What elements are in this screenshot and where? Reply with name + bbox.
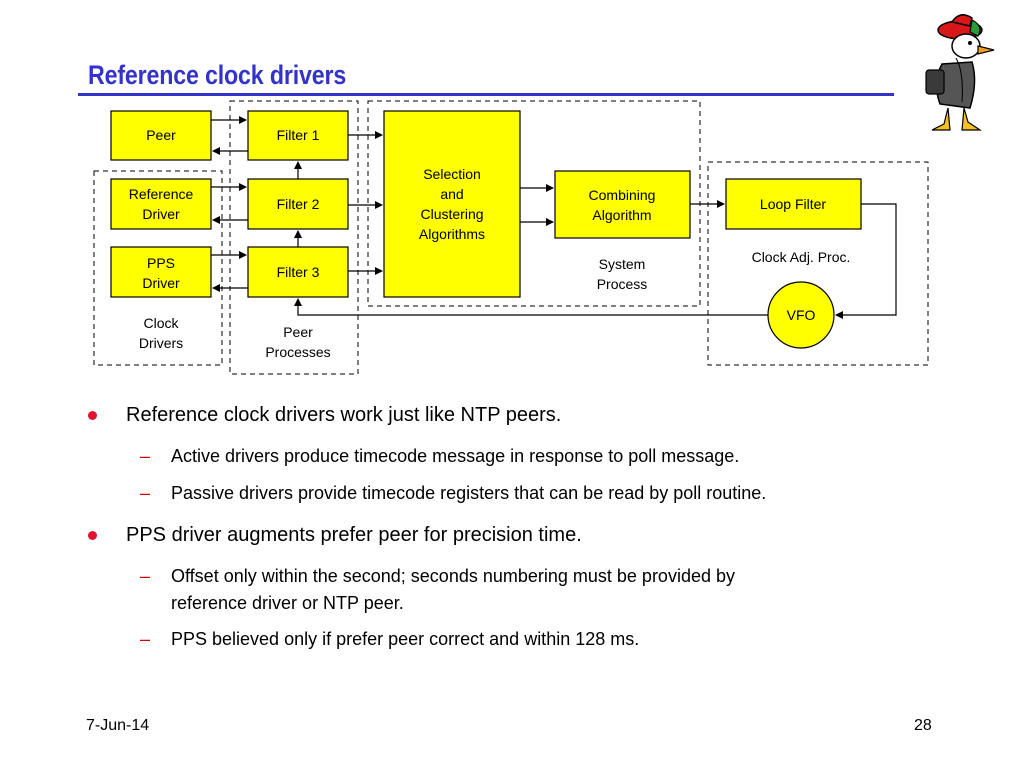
filter-1-box: Filter 1 <box>247 110 349 161</box>
reference-driver-box: Reference Driver <box>110 178 212 230</box>
ntp-architecture-diagram: Peer Reference Driver PPS Driver Clock D… <box>93 100 929 375</box>
clock-drivers-label-2: Drivers <box>139 335 183 351</box>
selection-label-3: Clustering <box>420 206 483 222</box>
system-process-label-2: Process <box>597 276 648 292</box>
vfo-label: VFO <box>787 307 816 323</box>
vfo-circle: VFO <box>767 281 835 349</box>
peer-label: Peer <box>146 127 176 143</box>
peer-processes-group <box>229 100 359 375</box>
slide-page-number: 28 <box>914 717 932 734</box>
dash-icon: – <box>140 483 151 503</box>
bullet-dot <box>88 411 97 420</box>
clock-drivers-group <box>93 170 223 366</box>
clock-adj-label: Clock Adj. Proc. <box>752 249 851 265</box>
slide-date: 7-Jun-14 <box>86 717 150 734</box>
slide-title: Reference clock drivers <box>88 60 347 90</box>
combining-label-1: Combining <box>589 187 656 203</box>
pps-driver-label-1: PPS <box>147 255 175 271</box>
selection-box: Selection and Clustering Algorithms <box>383 110 521 298</box>
pps-driver-label-2: Driver <box>142 275 180 291</box>
filter-1-label: Filter 1 <box>277 127 320 143</box>
bullet-dot <box>88 531 97 540</box>
selection-label-4: Algorithms <box>419 226 485 242</box>
clock-adj-group <box>707 161 929 366</box>
selection-label-1: Selection <box>423 166 481 182</box>
reference-driver-label-1: Reference <box>129 186 194 202</box>
clock-drivers-label-1: Clock <box>143 315 179 331</box>
dash-icon: – <box>140 446 151 466</box>
connector-arrows <box>211 116 897 319</box>
combining-label-2: Algorithm <box>592 207 651 223</box>
reference-driver-label-2: Driver <box>142 206 180 222</box>
bullet-1-sub-1: Active drivers produce timecode message … <box>171 446 740 466</box>
dash-icon: – <box>140 566 151 586</box>
peer-processes-label-2: Processes <box>265 344 330 360</box>
bullet-1-sub-2: Passive drivers provide timecode registe… <box>171 483 767 503</box>
bullet-2-sub-1-line-2: reference driver or NTP peer. <box>171 593 404 613</box>
bullet-1-text: Reference clock drivers work just like N… <box>126 404 562 426</box>
filter-3-label: Filter 3 <box>277 264 320 280</box>
system-process-label-1: System <box>599 256 646 272</box>
loop-filter-box: Loop Filter <box>725 178 862 230</box>
duck-mascot-icon <box>925 14 995 131</box>
bullet-2-sub-2: PPS believed only if prefer peer correct… <box>171 629 640 649</box>
bullet-2-sub-1-line-1: Offset only within the second; seconds n… <box>171 566 735 586</box>
filter-2-box: Filter 2 <box>247 178 349 230</box>
loop-filter-label: Loop Filter <box>760 196 826 212</box>
bullet-2-text: PPS driver augments prefer peer for prec… <box>126 524 582 546</box>
pps-driver-box: PPS Driver <box>110 246 212 298</box>
title-underline <box>78 93 894 96</box>
combining-box: Combining Algorithm <box>554 170 691 239</box>
selection-label-2: and <box>440 186 463 202</box>
filter-3-box: Filter 3 <box>247 246 349 298</box>
filter-2-label: Filter 2 <box>277 196 320 212</box>
peer-box: Peer <box>110 110 212 161</box>
peer-processes-label-1: Peer <box>283 324 313 340</box>
dash-icon: – <box>140 629 151 649</box>
